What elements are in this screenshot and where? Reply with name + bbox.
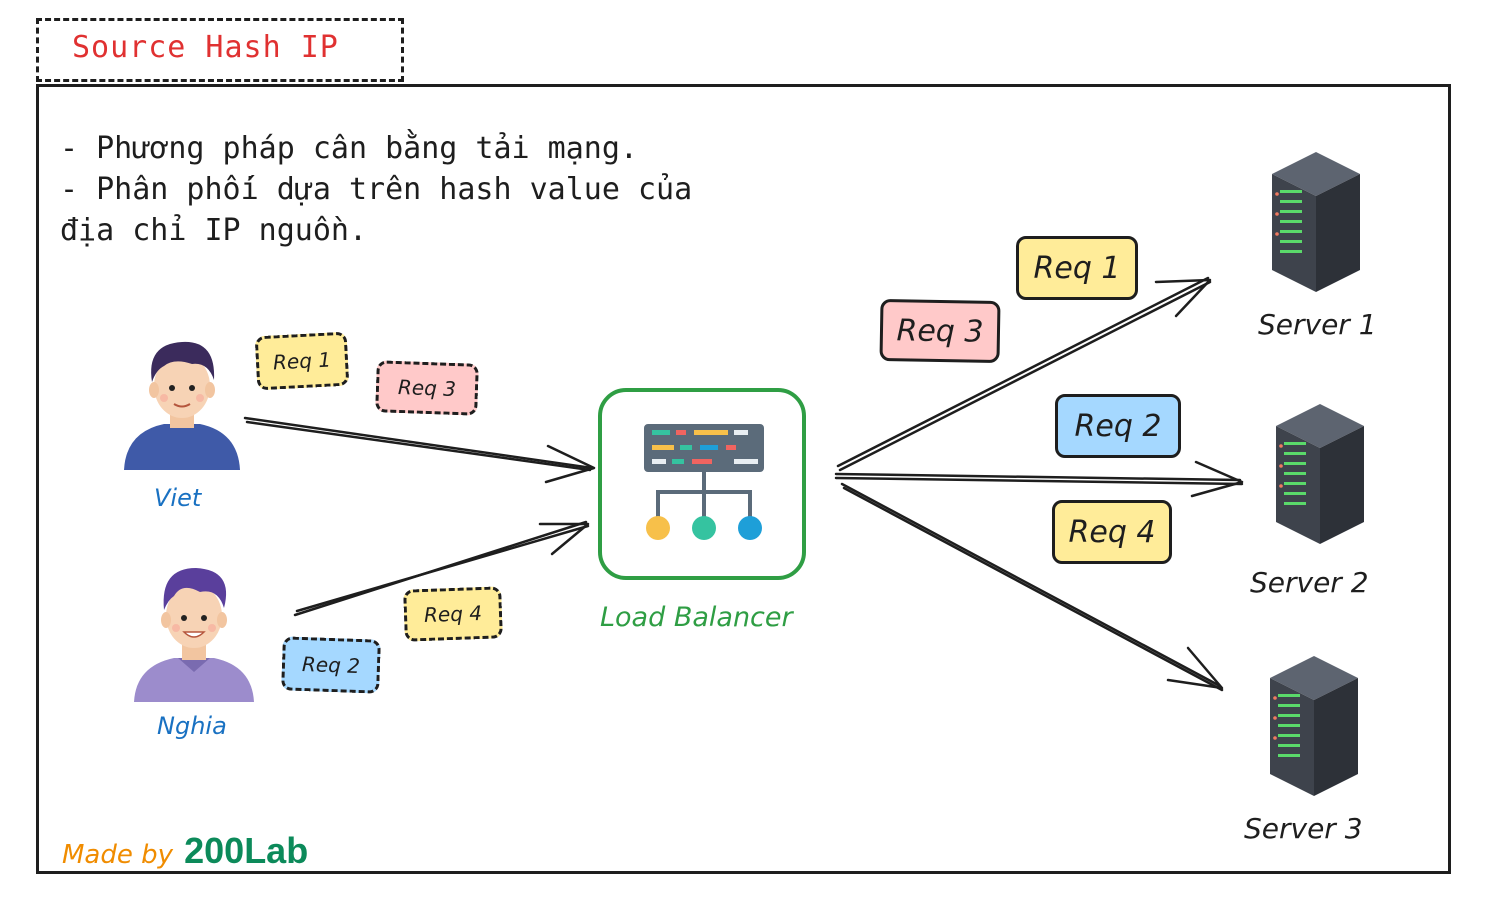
load-balancer-label: Load Balancer <box>600 602 793 633</box>
diagram-frame <box>36 84 1451 874</box>
brand-logo: 200Lab <box>184 830 309 871</box>
arrow-lb-to-server3 <box>840 482 1224 692</box>
arrow-lb-to-server2 <box>834 460 1244 498</box>
arrow-viet-to-lb <box>243 416 596 484</box>
request-tag: Req 1 <box>254 331 350 391</box>
description-line: địa chỉ IP nguồn. <box>60 213 368 248</box>
title-box <box>36 18 404 82</box>
load-balancer-icon <box>644 424 764 540</box>
description-line: - Phương pháp cân bằng tải mạng. <box>60 131 638 166</box>
server-label-1: Server 1 <box>1258 308 1377 341</box>
server-icon <box>1272 152 1360 292</box>
request-tag: Req 2 <box>281 636 381 694</box>
arrow-nghia-to-lb <box>293 520 590 617</box>
description-line: - Phân phối dựa trên hash value của <box>60 172 693 207</box>
server-label-2: Server 2 <box>1250 566 1369 599</box>
request-tag: Req 3 <box>375 360 479 416</box>
made-by-text: Made by <box>62 840 174 870</box>
server-icon <box>1276 404 1364 544</box>
arrow-lb-to-server1 <box>836 276 1212 472</box>
user-avatar-icon <box>124 341 240 470</box>
user-label-nghia: Nghia <box>157 712 227 740</box>
description: - Phương pháp cân bằng tải mạng. - Phân … <box>60 128 692 251</box>
request-tag: Req 1 <box>1016 236 1138 300</box>
request-tag: Req 4 <box>1052 500 1172 564</box>
user-avatar-icon <box>134 568 254 702</box>
request-tag: Req 2 <box>1055 394 1181 458</box>
server-icon <box>1270 656 1358 796</box>
user-label-viet: Viet <box>154 484 202 512</box>
diagram-title: Source Hash IP <box>72 30 339 65</box>
request-tag: Req 3 <box>879 298 1001 364</box>
footer: Made by 200Lab <box>62 830 308 872</box>
request-tag: Req 4 <box>403 586 503 642</box>
server-label-3: Server 3 <box>1244 812 1363 845</box>
